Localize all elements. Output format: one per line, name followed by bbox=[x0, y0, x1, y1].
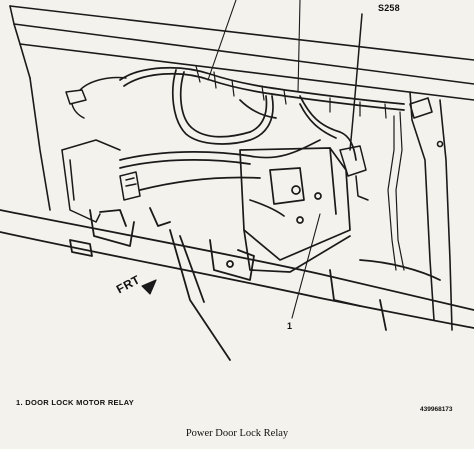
callout-relay-number: 1 bbox=[287, 321, 293, 331]
frame-rail bbox=[0, 207, 474, 361]
left-connector bbox=[119, 171, 141, 201]
header-panel bbox=[9, 5, 474, 211]
wiring-diagram bbox=[0, 0, 474, 361]
leader-lines bbox=[207, 0, 321, 319]
relay-module bbox=[239, 147, 351, 273]
harness-tape bbox=[195, 65, 405, 271]
callout-s258: S258 bbox=[378, 3, 400, 13]
wiring-harness bbox=[119, 66, 405, 191]
legend-item-1: 1. DOOR LOCK MOTOR RELAY bbox=[16, 398, 135, 407]
figure-code: 439968173 bbox=[420, 406, 453, 413]
s258-connector bbox=[339, 13, 369, 201]
front-arrow bbox=[141, 279, 157, 295]
diagram-caption: Power Door Lock Relay bbox=[185, 428, 289, 439]
pillar bbox=[409, 91, 453, 331]
left-bracket bbox=[61, 76, 127, 223]
